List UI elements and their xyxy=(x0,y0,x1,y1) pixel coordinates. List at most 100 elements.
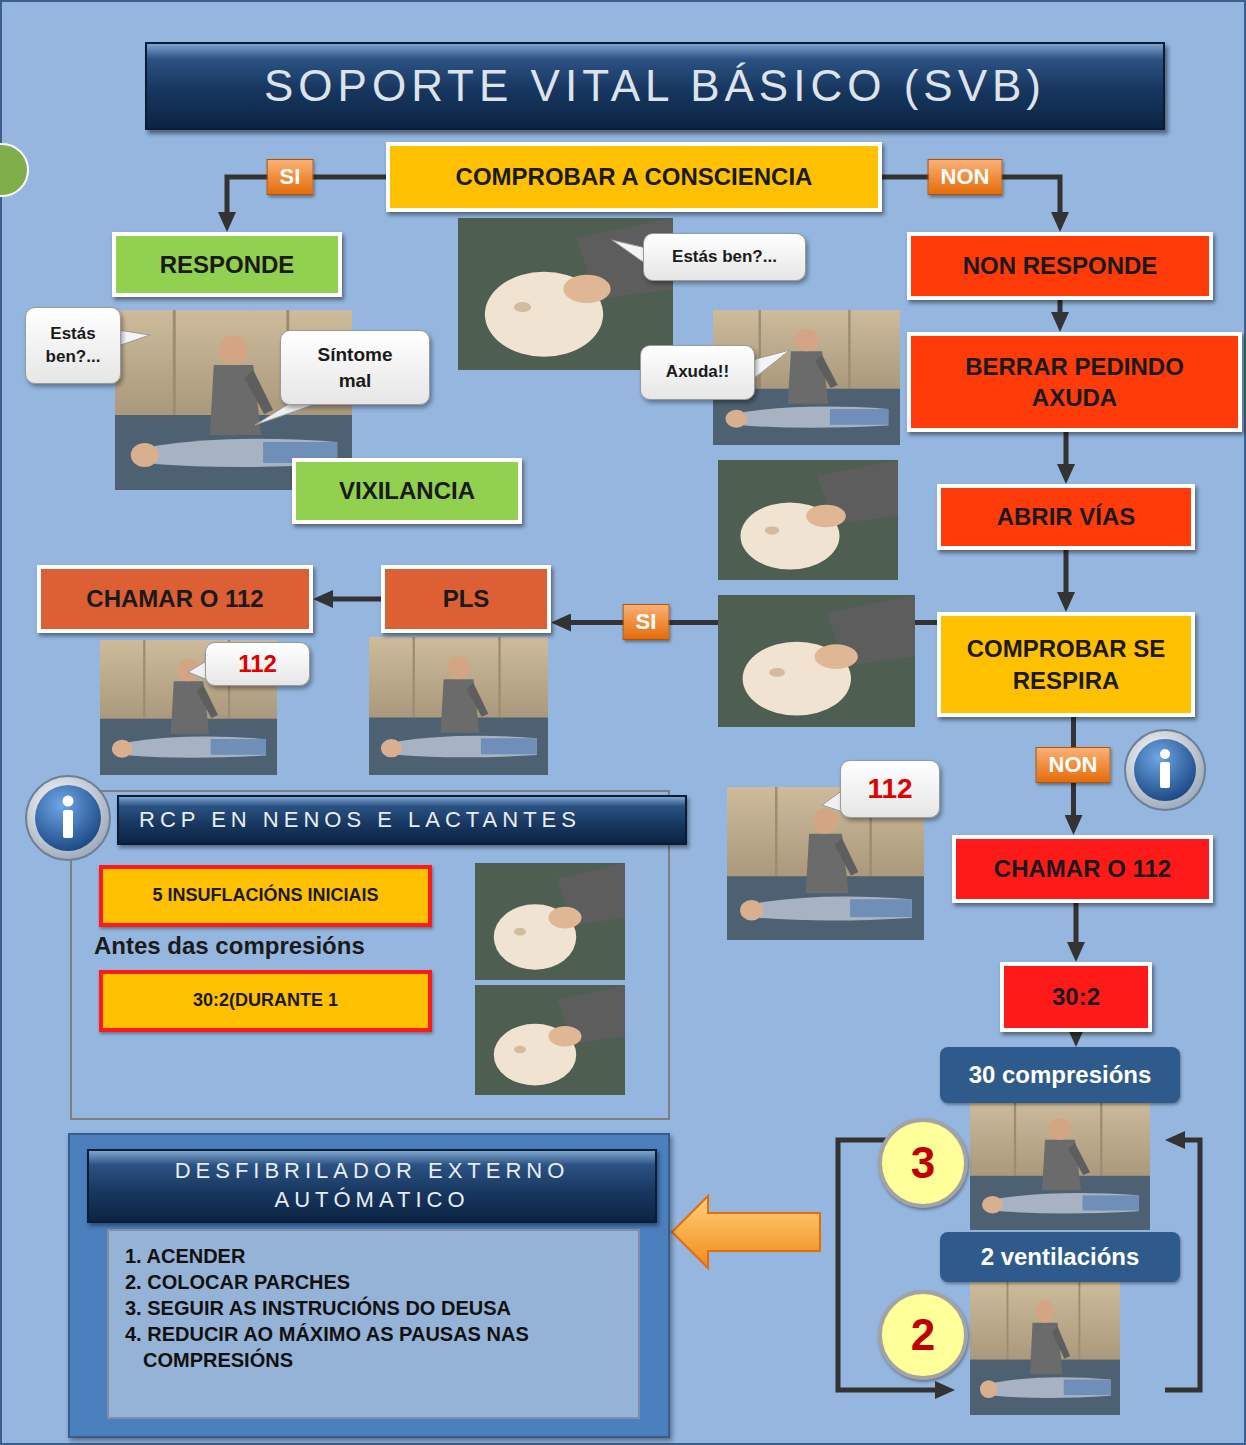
callout-number: 3 xyxy=(911,1138,935,1188)
flow-arrow xyxy=(325,597,381,602)
node-label: COMPROBAR SE RESPIRA xyxy=(955,633,1177,695)
info-icon xyxy=(26,776,110,860)
process-box: BERRAR PEDINDO AXUDA xyxy=(907,332,1242,432)
node-label: BERRAR PEDINDO AXUDA xyxy=(925,351,1224,413)
bubble-tail xyxy=(118,330,150,346)
photo xyxy=(970,1100,1150,1230)
node-label: 5 INSUFLACIÓNS INICIAIS xyxy=(152,884,378,907)
step-box: 30:2(DURANTE 1 xyxy=(99,970,432,1032)
photo xyxy=(475,863,625,980)
node-label: 112 xyxy=(867,770,912,808)
info-panel: DESFIBRILADOR EXTERNO AUTÓMATICO 1. ACEND… xyxy=(68,1133,670,1438)
panel-note: Antes das compresións xyxy=(94,932,365,960)
step-circle: 2 xyxy=(878,1290,968,1380)
outcome-box: VIXILANCIA xyxy=(292,458,522,524)
edge-label-tag: NON xyxy=(928,159,1003,195)
outcome-box: RESPONDE xyxy=(112,232,342,297)
edge-label: SI xyxy=(280,164,301,190)
photo xyxy=(718,460,898,580)
panel-heading: DESFIBRILADOR EXTERNO AUTÓMATICO xyxy=(109,1157,635,1214)
photo-card: 2 ventilacións xyxy=(955,1232,1165,1417)
card-band: 30 compresións xyxy=(940,1047,1180,1103)
edge-label-tag: SI xyxy=(623,604,670,640)
info-icon-ring xyxy=(1125,730,1205,810)
edge-label: NON xyxy=(1049,752,1098,778)
panel-heading-band: DESFIBRILADOR EXTERNO AUTÓMATICO xyxy=(87,1149,657,1223)
edge-label: SI xyxy=(636,609,657,635)
info-icon-stem xyxy=(63,810,73,838)
info-icon-dot xyxy=(63,796,74,807)
panel-heading: RCP EN NENOS E LACTANTES xyxy=(139,807,581,833)
card-band: 2 ventilacións xyxy=(940,1232,1180,1282)
process-box: ABRIR VÍAS xyxy=(937,484,1195,550)
photo xyxy=(369,637,548,775)
edge-label: NON xyxy=(941,164,990,190)
step-box: 5 INSUFLACIÓNS INICIAIS xyxy=(99,865,432,927)
step-circle: 3 xyxy=(878,1118,968,1208)
panel-body: Antes das compresións xyxy=(94,932,365,960)
speech-bubble: 112 xyxy=(205,642,310,686)
ratio-box: 30:2 xyxy=(1000,962,1152,1032)
card-title: 2 ventilacións xyxy=(981,1243,1140,1271)
list-item: 4. REDUCIR AO MÁXIMO AS PAUSAS NAS COMPR… xyxy=(125,1321,622,1373)
node-label: Axuda!! xyxy=(666,361,729,384)
block-arrow xyxy=(672,1196,820,1268)
node-label: Estás ben?... xyxy=(672,246,777,269)
flow-arrow xyxy=(1074,1032,1079,1035)
flow-arrow xyxy=(1058,300,1063,320)
node-label: 30:2(DURANTE 1 xyxy=(193,989,338,1012)
edge-label-tag: SI xyxy=(267,159,314,195)
callout-number: 2 xyxy=(911,1310,935,1360)
node-label: CHAMAR O 112 xyxy=(86,583,263,614)
photo xyxy=(475,985,625,1095)
node-label: Estás ben?... xyxy=(34,323,112,369)
list-item: 3. SEGUIR AS INSTRUCIÓNS DO DEUSA xyxy=(125,1295,622,1321)
panel-heading-band: RCP EN NENOS E LACTANTES xyxy=(117,795,687,845)
decision-box: COMPROBAR SE RESPIRA xyxy=(937,612,1195,717)
node-label: 112 xyxy=(238,648,277,680)
info-icon xyxy=(1125,730,1205,810)
speech-bubble: Estás ben?... xyxy=(643,233,806,281)
process-box: NON RESPONDE xyxy=(907,232,1213,300)
node-label: CHAMAR O 112 xyxy=(994,853,1171,884)
node-label: RESPONDE xyxy=(160,249,295,280)
photo xyxy=(970,1282,1120,1415)
node-label: NON RESPONDE xyxy=(963,250,1158,281)
photo xyxy=(458,218,673,370)
panel-list-box: 1. ACENDER2. COLOCAR PARCHES3. SEGUIR AS… xyxy=(107,1229,640,1419)
title-text: SOPORTE VITAL BÁSICO (SVB) xyxy=(264,61,1046,111)
speech-bubble: Estás ben?... xyxy=(25,307,121,384)
info-panel: RCP EN NENOS E LACTANTES Antes das compre… xyxy=(70,790,670,1120)
edge-label-tag: NON xyxy=(1036,747,1111,783)
speech-bubble: Axuda!! xyxy=(640,345,755,400)
node-label: VIXILANCIA xyxy=(339,475,475,506)
info-icon-stem xyxy=(1160,762,1170,788)
process-box: PLS xyxy=(381,565,551,633)
flow-arrow xyxy=(1064,550,1069,600)
bubble-tail xyxy=(612,240,646,264)
info-icon-disc xyxy=(35,785,101,851)
process-box: COMPROBAR A CONSCIENCIA xyxy=(386,142,882,212)
list-item: 2. COLOCAR PARCHES xyxy=(125,1269,622,1295)
info-icon-ring xyxy=(26,776,110,860)
photo-card: 30 compresións xyxy=(955,1047,1165,1232)
process-box: CHAMAR O 112 xyxy=(952,835,1213,903)
info-icon-disc xyxy=(1134,739,1196,801)
node-label: PLS xyxy=(443,583,490,614)
node-label: 30:2 xyxy=(1052,981,1100,1012)
title-banner: SOPORTE VITAL BÁSICO (SVB) xyxy=(145,42,1165,130)
speech-bubble: Síntome mal xyxy=(280,330,430,405)
photo xyxy=(100,640,277,775)
photo xyxy=(718,595,915,727)
node-label: ABRIR VÍAS xyxy=(997,501,1136,532)
list-item: 1. ACENDER xyxy=(125,1243,622,1269)
speech-bubble: 112 xyxy=(840,760,940,818)
flow-arrow xyxy=(1064,432,1069,472)
info-icon-dot xyxy=(1160,749,1170,759)
edge-decoration xyxy=(0,144,28,196)
node-label: COMPROBAR A CONSCIENCIA xyxy=(456,161,813,192)
node-label: Síntome mal xyxy=(305,342,405,393)
bubble-tail xyxy=(752,350,790,380)
